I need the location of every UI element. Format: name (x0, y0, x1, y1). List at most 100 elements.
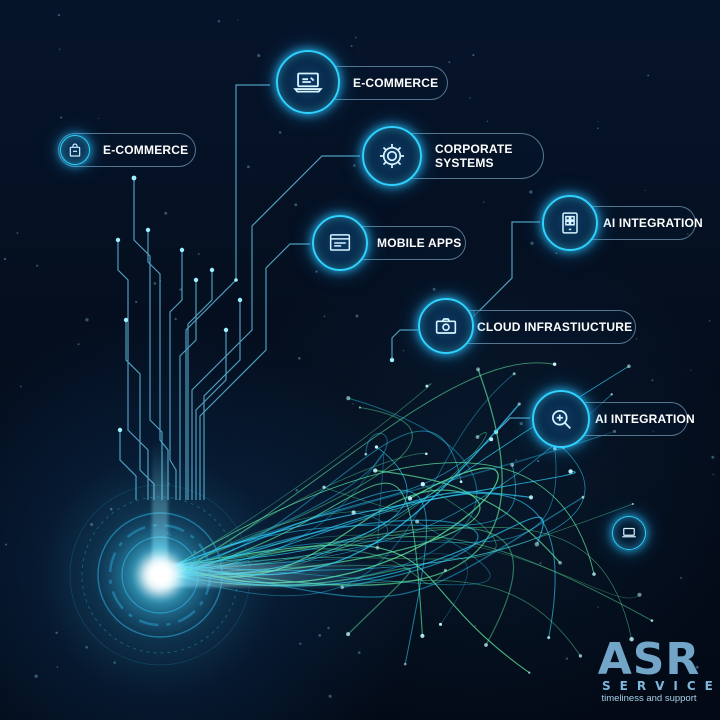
particle (539, 562, 542, 565)
fiber-tip (373, 468, 378, 473)
particle (354, 36, 357, 39)
node-ecommerce-top[interactable] (276, 50, 340, 114)
fiber-tip (420, 482, 425, 487)
node-ai-integration-bottom[interactable] (532, 390, 590, 448)
particle (708, 320, 711, 322)
fiber-strand (174, 489, 427, 665)
particle (297, 356, 301, 360)
node-cloud-infrastructure[interactable] (418, 298, 474, 354)
particle (486, 120, 489, 123)
node-ecommerce-left[interactable] (60, 135, 90, 165)
fiber-strand (174, 548, 447, 585)
particle (353, 164, 356, 167)
particle (355, 314, 359, 318)
particle (596, 127, 599, 130)
fiber-tip (424, 452, 428, 456)
fiber-tip (322, 485, 326, 489)
fiber-tip (364, 452, 368, 456)
particle (36, 264, 39, 267)
particle (168, 483, 170, 485)
node-endpoint-laptop[interactable] (612, 516, 646, 550)
fiber-tip (407, 496, 413, 501)
particle (315, 270, 318, 273)
particle (680, 576, 683, 579)
label-corporate-line2: SYSTEMS (435, 156, 494, 170)
label-corporate-line1: CORPORATE (435, 142, 513, 156)
pill-cloud-infrastructure[interactable]: CLOUD INFRASTIUCTURE (440, 310, 636, 344)
particle (350, 45, 353, 48)
particle (58, 48, 61, 50)
fiber-tip (476, 367, 481, 372)
particle (60, 116, 63, 119)
fiber-strand (174, 470, 576, 567)
fiber-sparkles (322, 362, 654, 674)
label-cloud-infrastructure: CLOUD INFRASTIUCTURE (477, 320, 633, 334)
particle (299, 642, 302, 645)
particle (85, 646, 88, 649)
fiber-strand (174, 453, 385, 574)
fiber-strand (174, 519, 479, 589)
particle (257, 54, 261, 58)
fiber-tip (375, 545, 380, 550)
particle (483, 201, 485, 203)
shopping-bag-icon (69, 143, 81, 157)
particle (164, 211, 168, 215)
particle (318, 634, 322, 637)
particle (113, 661, 116, 664)
fiber-tip (425, 384, 429, 388)
fiber-tip (650, 619, 654, 622)
particle (295, 489, 299, 492)
fiber-tip (484, 643, 488, 647)
particle (197, 253, 200, 255)
label-corporate-systems: CORPORATE SYSTEMS (435, 142, 513, 170)
fiber-tip (475, 435, 480, 439)
fiber-tip (629, 636, 634, 642)
particle (237, 19, 239, 21)
fiber-tip (489, 437, 494, 442)
particle (555, 252, 558, 255)
node-mobile-apps[interactable] (312, 215, 368, 271)
particle (597, 606, 599, 608)
fiber-tip (610, 393, 613, 396)
fiber-tip (528, 495, 534, 500)
browser-window-icon (329, 234, 351, 251)
particle (16, 232, 19, 234)
circuit-traces (117, 84, 540, 500)
fiber-tip (351, 510, 356, 515)
particle (565, 657, 569, 660)
fiber-tip (517, 402, 521, 406)
particle (432, 287, 436, 291)
logo-tagline: timeliness and support (601, 693, 697, 704)
particle (179, 288, 182, 291)
particle (530, 241, 534, 245)
fiber-strand (174, 446, 408, 565)
node-corporate-systems[interactable] (362, 126, 422, 186)
particle (695, 665, 699, 669)
fiber-tip (510, 463, 515, 467)
particle (472, 54, 475, 57)
fiber-strand (174, 432, 388, 565)
fiber-strand (174, 486, 399, 577)
particle (5, 543, 8, 546)
particle (97, 118, 99, 119)
particle (174, 317, 177, 321)
fiber-tip (346, 396, 351, 401)
particle (529, 190, 533, 194)
fiber-tip (438, 622, 443, 626)
fiber-tip (528, 671, 531, 674)
particle (278, 131, 282, 134)
node-ai-integration-top[interactable] (542, 195, 598, 251)
particle (536, 459, 540, 463)
particle (515, 459, 518, 462)
fiber-tip (581, 495, 585, 499)
laptop-outline-icon (622, 527, 636, 538)
logo-sub: SERVICE (602, 679, 720, 693)
particle (109, 507, 113, 511)
fiber-tip (443, 568, 447, 572)
fiber-tip (346, 632, 351, 637)
fiber-strand (174, 448, 557, 577)
fiber-tip (415, 519, 420, 524)
particle (153, 282, 157, 285)
